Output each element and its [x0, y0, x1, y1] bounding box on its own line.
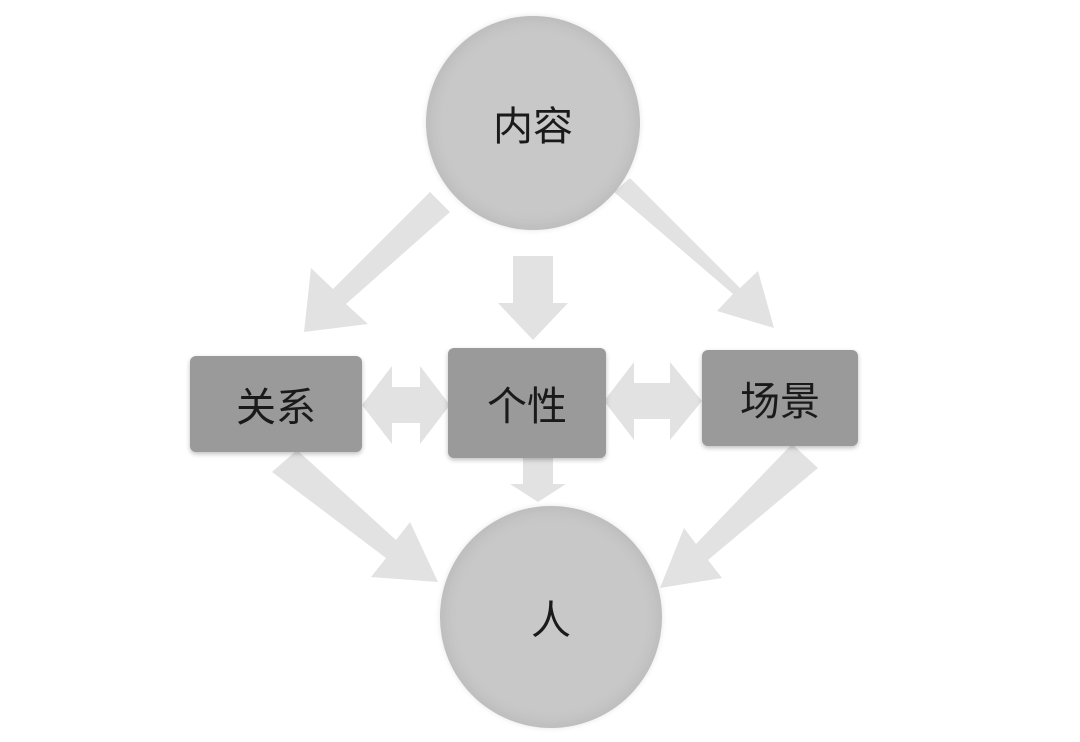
arrow-content-to-personality — [498, 256, 568, 340]
arrow-content-to-relation — [304, 192, 450, 332]
arrow-content-to-scene — [614, 178, 774, 328]
node-relation: 关系 — [190, 356, 362, 452]
node-scene-label: 场景 — [740, 379, 820, 425]
node-content: 内容 — [426, 16, 640, 230]
node-personality: 个性 — [448, 348, 606, 458]
arrow-personality-to-person — [510, 458, 566, 502]
node-content-label: 内容 — [493, 104, 573, 150]
arrow-scene-to-person — [660, 444, 818, 588]
arrow-relation-to-person — [272, 450, 438, 582]
node-personality-label: 个性 — [487, 384, 567, 430]
arrow-personality-scene — [604, 362, 702, 440]
node-person-label: 人 — [531, 598, 571, 644]
node-scene: 场景 — [702, 350, 858, 446]
arrow-relation-personality — [362, 366, 450, 444]
node-relation-label: 关系 — [236, 385, 316, 431]
node-person: 人 — [440, 506, 662, 728]
